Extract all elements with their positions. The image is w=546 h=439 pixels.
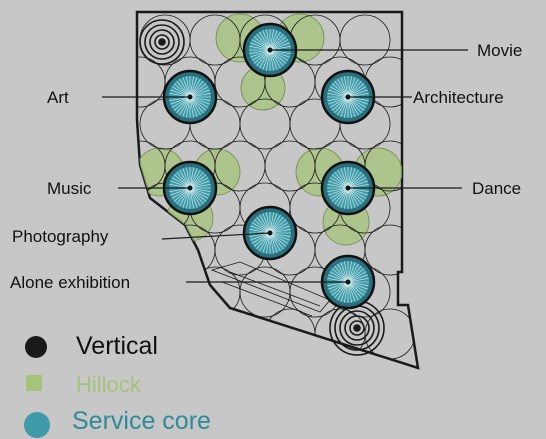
label-dance: Dance <box>472 179 521 198</box>
label-alone-exhibition: Alone exhibition <box>10 273 130 292</box>
callout-lines <box>102 49 468 283</box>
label-movie: Movie <box>477 41 522 60</box>
label-music: Music <box>47 179 92 198</box>
service-core-photography <box>242 205 298 261</box>
legend-vertical-label: Vertical <box>76 332 158 360</box>
service-core-movie <box>242 22 298 78</box>
service-core-music <box>162 160 218 216</box>
legend-vertical-swatch <box>25 336 47 358</box>
vertical-rings-top-left <box>139 19 185 65</box>
service-core-art <box>162 69 218 125</box>
label-architecture: Architecture <box>413 88 504 107</box>
label-art: Art <box>47 88 69 107</box>
legend-service-core-swatch <box>24 412 50 438</box>
site-outline <box>135 10 420 370</box>
vertical-rings-bottom-right <box>329 300 385 356</box>
label-photography: Photography <box>12 227 109 246</box>
legend: Vertical Hillock Service core <box>24 332 211 438</box>
legend-hillock-label: Hillock <box>76 372 142 397</box>
service-cores <box>162 22 376 310</box>
legend-hillock-swatch <box>26 375 42 391</box>
legend-service-core-label: Service core <box>72 407 211 435</box>
